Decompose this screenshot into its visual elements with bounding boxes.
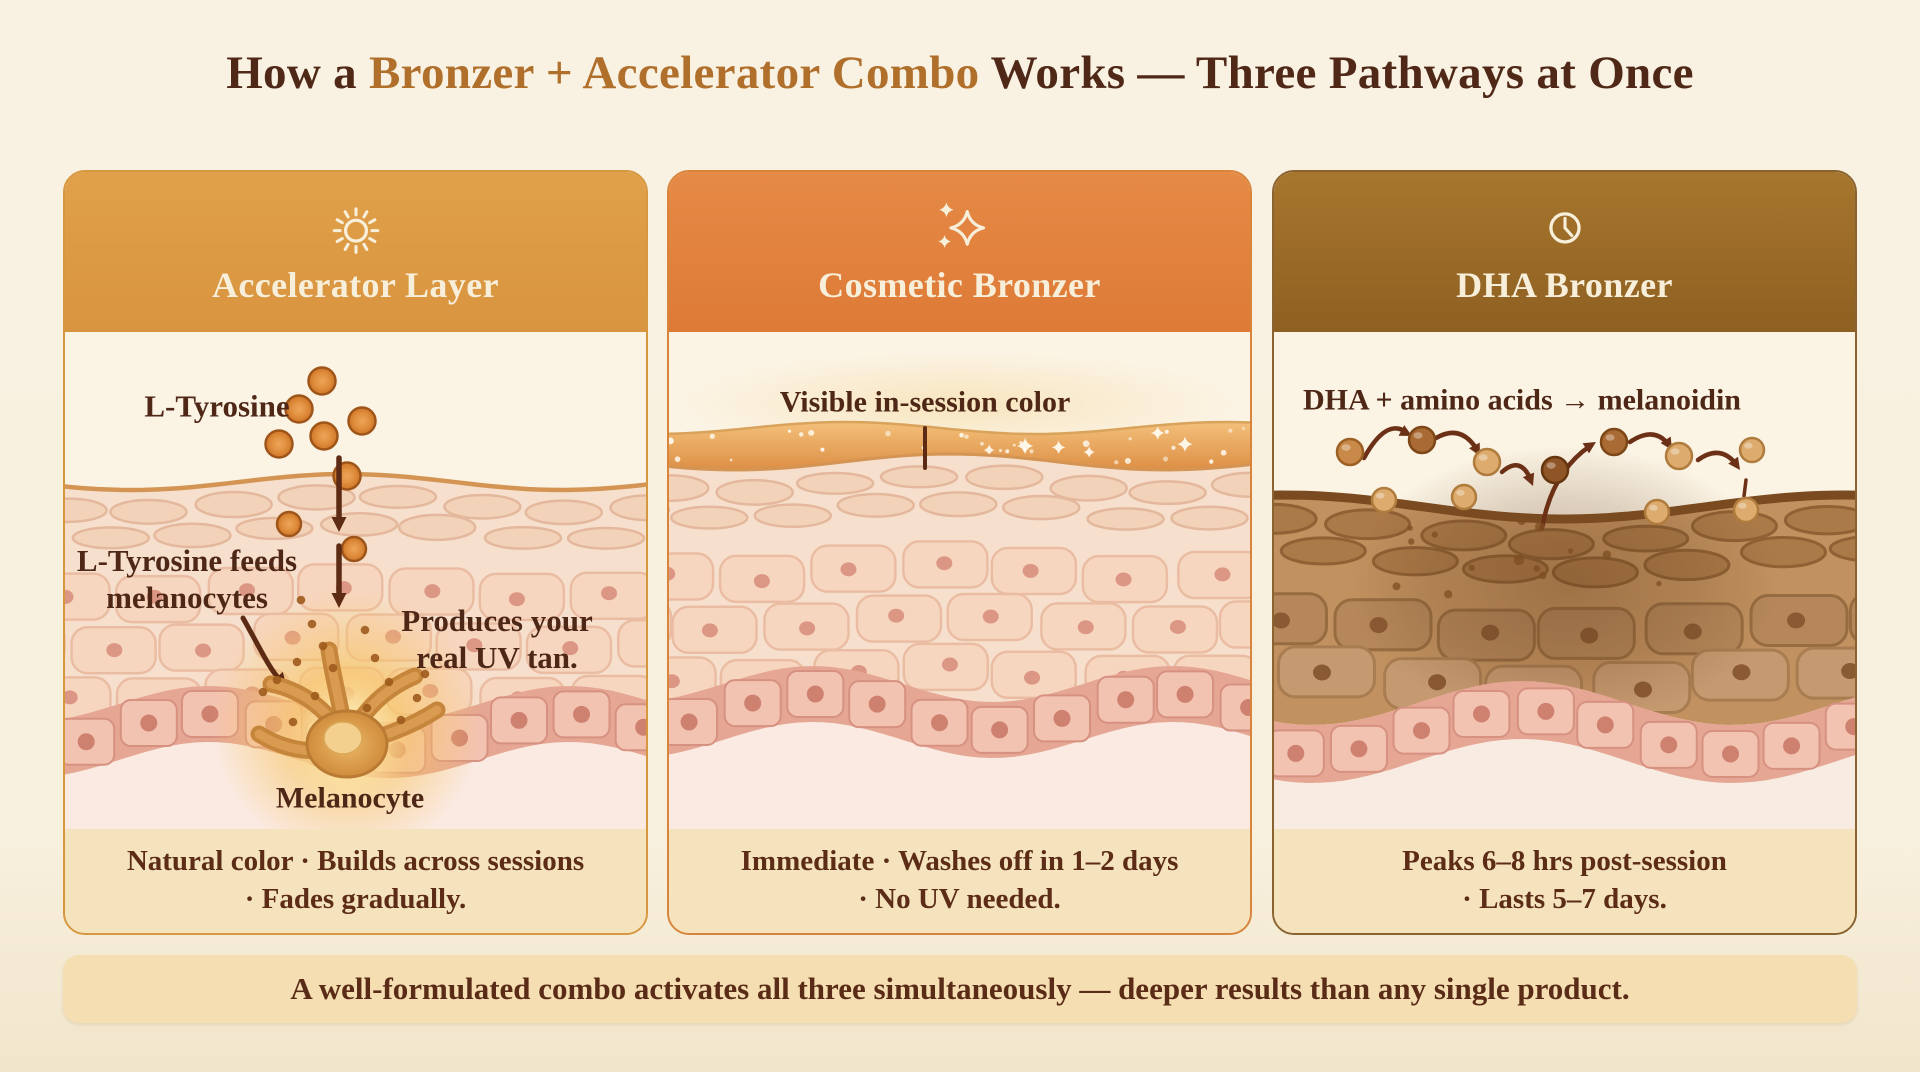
- caption-line1: Peaks 6–8 hrs post-session: [1402, 845, 1727, 877]
- label-melanocyte: Melanocyte: [275, 781, 425, 815]
- label-produces-uv-tan: Produces your real UV tan.: [401, 602, 592, 676]
- summary-banner: A well-formulated combo activates all th…: [63, 955, 1857, 1023]
- panel-cosmetic-bronzer: Cosmetic Bronzer Visible in-session colo…: [667, 170, 1252, 935]
- caption-line1: Immediate · Washes off in 1–2 days: [740, 845, 1179, 877]
- label-l-tyrosine: L-Tyrosine: [144, 388, 290, 424]
- skin-cross-section-cosmetic: [669, 352, 1250, 829]
- panel-accelerator-illustration: L-Tyrosine L-Tyrosine feeds melanocytes …: [65, 332, 646, 829]
- label-produces-line1: Produces your: [401, 603, 593, 638]
- skin-cross-section-dha: [1274, 425, 1855, 829]
- panel-cosmetic-title: Cosmetic Bronzer: [818, 265, 1101, 305]
- panel-cosmetic-header: Cosmetic Bronzer: [669, 172, 1250, 332]
- panel-accelerator-layer: Accelerator Layer L-Tyrosine L-Tyrosine …: [63, 170, 648, 935]
- panel-cosmetic-illustration: Visible in-session color: [669, 332, 1250, 829]
- label-feeds-line2: melanocytes: [106, 580, 268, 615]
- sun-icon: [332, 207, 379, 254]
- panel-dha-header: DHA Bronzer: [1274, 172, 1855, 332]
- caption-line2: · No UV needed.: [858, 883, 1061, 915]
- caption-line1: Natural color · Builds across sessions: [126, 845, 585, 877]
- label-feeds-melanocytes: L-Tyrosine feeds melanocytes: [77, 542, 297, 616]
- label-visible-in-session-color: Visible in-session color: [779, 385, 1071, 419]
- title-part2: Works — Three Pathways at Once: [979, 47, 1694, 99]
- panel-accelerator-title: Accelerator Layer: [212, 265, 499, 305]
- clock-icon: [1548, 212, 1581, 244]
- page-title: How a Bronzer + Accelerator Combo Works …: [0, 46, 1920, 100]
- panel-dha-caption: Peaks 6–8 hrs post-session · Lasts 5–7 d…: [1274, 827, 1855, 933]
- label-dha-reaction: DHA + amino acids → melanoidin: [1303, 383, 1741, 417]
- panel-dha-bronzer: DHA Bronzer DHA + amino acids → melanoid…: [1272, 170, 1857, 935]
- caption-line2: · Fades gradually.: [244, 883, 467, 915]
- panel-cosmetic-caption: Immediate · Washes off in 1–2 days · No …: [669, 827, 1250, 933]
- caption-line2: · Lasts 5–7 days.: [1462, 883, 1667, 915]
- summary-banner-text: A well-formulated combo activates all th…: [290, 971, 1630, 1006]
- title-part1: How a: [226, 47, 369, 99]
- panel-dha-illustration: DHA + amino acids → melanoidin: [1274, 332, 1855, 829]
- sparkles-icon: [937, 202, 985, 248]
- panel-dha-title: DHA Bronzer: [1456, 265, 1673, 305]
- label-produces-line2: real UV tan.: [416, 640, 578, 675]
- skin-cross-section-accelerator: [65, 366, 646, 829]
- panel-accelerator-caption: Natural color · Builds across sessions ·…: [65, 827, 646, 933]
- panel-accelerator-header: Accelerator Layer: [65, 172, 646, 332]
- label-feeds-line1: L-Tyrosine feeds: [76, 543, 298, 578]
- title-accent: Bronzer + Accelerator Combo: [369, 47, 980, 99]
